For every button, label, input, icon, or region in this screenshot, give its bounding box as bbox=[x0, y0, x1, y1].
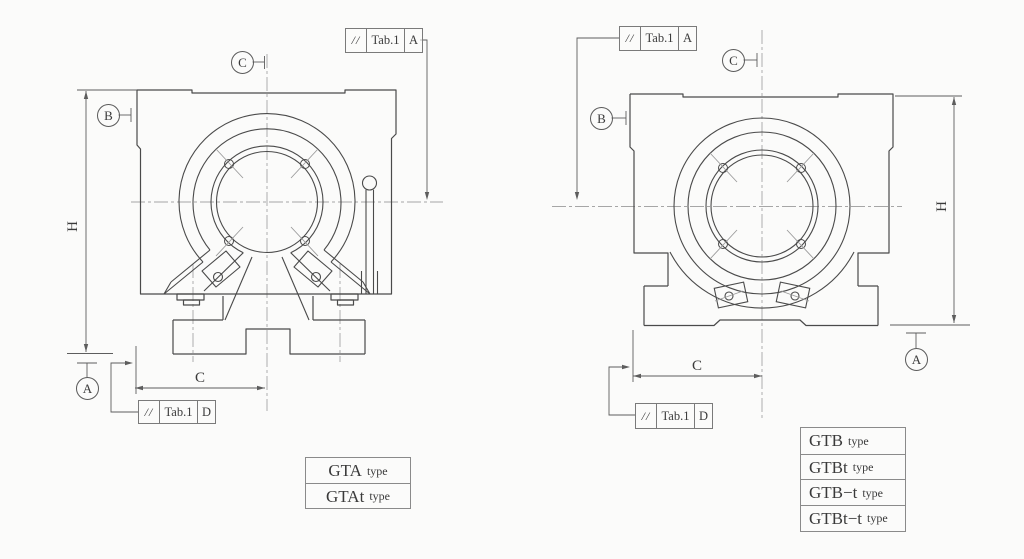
type-model: GTBt−t bbox=[809, 508, 863, 528]
right-dim-label-h: H bbox=[933, 201, 950, 212]
right-type-table: GTB type GTBt type GTB−t type GTBt−t typ… bbox=[800, 427, 906, 532]
right-dimension-lines bbox=[576, 37, 970, 416]
right-flange-tabs bbox=[713, 281, 811, 309]
type-row: GTBt−t type bbox=[801, 505, 905, 531]
right-housing-outline bbox=[629, 93, 894, 327]
left-clamp-arms bbox=[163, 249, 371, 321]
frame-table-ref: Tab.1 bbox=[164, 404, 193, 419]
left-housing-outline bbox=[136, 89, 397, 295]
right-ring-screws bbox=[718, 163, 806, 249]
parallelism-icon: // bbox=[346, 29, 367, 52]
type-model: GTA bbox=[328, 461, 362, 480]
type-suffix: type bbox=[867, 511, 888, 526]
frame-datum-letter: A bbox=[678, 27, 696, 50]
type-row: GTA type bbox=[306, 458, 410, 483]
frame-table-ref: Tab.1 bbox=[661, 408, 690, 423]
right-arrowheads bbox=[574, 97, 957, 379]
type-model: GTB bbox=[809, 431, 843, 451]
left-datum-balloon-c: C bbox=[231, 51, 254, 74]
frame-datum-letter: D bbox=[197, 401, 215, 423]
type-row: GTAt type bbox=[306, 483, 410, 508]
left-bore-rings bbox=[178, 113, 356, 263]
parallelism-icon: // bbox=[620, 27, 641, 50]
right-datum-balloon-a: A bbox=[905, 348, 928, 371]
right-feature-frame-parallelism-d: // Tab.1 D bbox=[635, 403, 713, 429]
frame-datum-letter: D bbox=[694, 404, 712, 428]
type-model: GTBt bbox=[809, 457, 848, 477]
left-locating-pin bbox=[360, 175, 379, 294]
left-arrowheads bbox=[83, 91, 430, 391]
right-feature-frame-parallelism-a: // Tab.1 A bbox=[619, 26, 697, 51]
left-feature-frame-parallelism-d: // Tab.1 D bbox=[138, 400, 216, 424]
right-center-lines bbox=[552, 30, 902, 420]
left-type-table: GTA type GTAt type bbox=[305, 457, 411, 509]
type-suffix: type bbox=[852, 460, 874, 475]
left-screw-ticks bbox=[215, 148, 319, 257]
right-tab-hole-ticks bbox=[714, 290, 810, 302]
left-feature-frame-parallelism-a: // Tab.1 A bbox=[345, 28, 423, 53]
right-screw-ticks bbox=[709, 152, 815, 260]
left-dim-label-c: C bbox=[195, 370, 206, 386]
right-datum-balloon-c: C bbox=[722, 49, 745, 72]
right-bore-rings bbox=[669, 117, 855, 309]
frame-table-ref: Tab.1 bbox=[645, 31, 674, 45]
frame-table-ref: Tab.1 bbox=[371, 33, 400, 47]
type-row: GTBt type bbox=[801, 453, 905, 480]
left-datum-balloon-a: A bbox=[76, 377, 99, 400]
type-suffix: type bbox=[848, 433, 869, 448]
left-dim-label-h: H bbox=[64, 221, 81, 232]
type-suffix: type bbox=[366, 463, 388, 478]
left-ring-screws bbox=[224, 159, 310, 246]
type-model: GTAt bbox=[326, 486, 365, 506]
type-row: GTB type bbox=[801, 428, 905, 454]
type-suffix: type bbox=[862, 485, 883, 500]
right-dim-label-c: C bbox=[692, 358, 703, 374]
type-model: GTB−t bbox=[809, 483, 858, 503]
type-row: GTB−t type bbox=[801, 479, 905, 505]
frame-datum-letter: A bbox=[404, 29, 422, 52]
parallelism-icon: // bbox=[636, 404, 657, 428]
left-pedestal-base bbox=[172, 293, 366, 355]
type-suffix: type bbox=[369, 489, 390, 503]
left-datum-balloon-b: B bbox=[97, 104, 120, 127]
right-datum-balloon-b: B bbox=[590, 107, 613, 130]
parallelism-icon: // bbox=[139, 401, 160, 423]
